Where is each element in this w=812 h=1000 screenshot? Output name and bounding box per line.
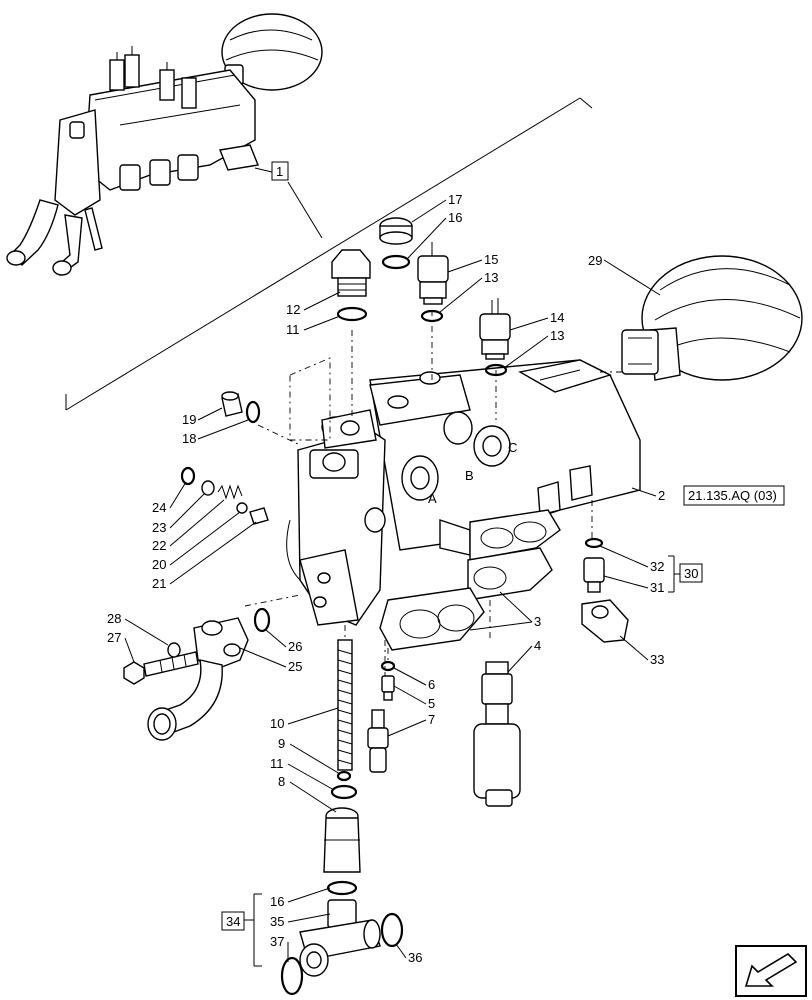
solenoid-4: [473, 661, 521, 807]
callout-27: 27: [107, 630, 121, 645]
oring-37: [280, 956, 304, 996]
callout-13-right: 13: [550, 328, 564, 343]
circlip-24: [180, 466, 196, 486]
callout-2-reference: 21.135.AQ (03): [688, 488, 777, 503]
callout-3: 3: [534, 614, 541, 629]
gasket-3: [379, 509, 561, 651]
port-letter-b: B: [465, 468, 474, 483]
callout-34: 34: [226, 914, 240, 929]
callout-36: 36: [408, 950, 422, 965]
callout-19: 19: [182, 412, 196, 427]
callout-29: 29: [588, 253, 602, 268]
callout-25: 25: [288, 659, 302, 674]
callout-11-top: 11: [286, 322, 300, 337]
valve-body: A B C: [286, 359, 641, 626]
callout-4: 4: [534, 638, 541, 653]
sensor-7: [367, 709, 389, 773]
callout-23: 23: [152, 520, 166, 535]
tee-fitting-35: [299, 899, 381, 977]
elbow-fitting-25: [147, 617, 249, 741]
screw-5: [381, 675, 395, 701]
oring-36: [380, 912, 404, 948]
washer-9: [336, 770, 352, 782]
assembly-thumbnail: [6, 13, 323, 276]
callout-17: 17: [448, 192, 462, 207]
washer-6: [380, 660, 396, 672]
accumulator: [621, 255, 803, 381]
callout-13-top: 13: [484, 270, 498, 285]
callout-11-bottom: 11: [270, 756, 284, 771]
fitting-8: [323, 807, 361, 873]
callout-16-bottom: 16: [270, 894, 284, 909]
callout-14: 14: [550, 310, 564, 325]
callout-28: 28: [107, 611, 121, 626]
washer-13-top: [420, 309, 444, 323]
next-page-arrow-icon[interactable]: [735, 945, 807, 997]
plug-19: [221, 391, 243, 417]
callout-15: 15: [484, 252, 498, 267]
callout-16-top: 16: [448, 210, 462, 225]
oring-18: [245, 400, 261, 424]
oring-16-bottom: [326, 880, 358, 896]
spring-22: [217, 484, 243, 500]
callout-20: 20: [152, 557, 166, 572]
callout-6: 6: [428, 677, 435, 692]
plug-12: [331, 249, 371, 297]
spring-seat-23: [201, 480, 215, 496]
callout-32: 32: [650, 559, 664, 574]
ball-20: [236, 502, 248, 514]
plug-17: [379, 217, 413, 245]
callout-5: 5: [428, 696, 435, 711]
callout-2: 2: [658, 488, 665, 503]
pressure-switch-14: [479, 298, 511, 360]
oring-32: [584, 537, 604, 549]
pressure-switch-15: [417, 242, 449, 305]
oring-11-bottom: [330, 784, 358, 800]
view-separator-line: [65, 97, 581, 411]
callout-33: 33: [650, 652, 664, 667]
callout-1-label: 1: [276, 164, 283, 179]
callout-30: 30: [684, 566, 698, 581]
rod-10: [337, 639, 353, 771]
callout-8: 8: [278, 774, 285, 789]
callout-37: 37: [270, 934, 284, 949]
washer-28: [167, 642, 181, 658]
callout-9: 9: [278, 736, 285, 751]
callout-35: 35: [270, 914, 284, 929]
washer-13-right: [484, 363, 508, 377]
fitting-31: [583, 557, 605, 593]
callout-7: 7: [428, 712, 435, 727]
callout-10: 10: [270, 716, 284, 731]
oring-16-top: [381, 254, 411, 270]
callout-21: 21: [152, 576, 166, 591]
oring-11-top: [336, 306, 368, 322]
bolt-27: [123, 651, 199, 685]
callout-12: 12: [286, 302, 300, 317]
oring-26: [253, 607, 271, 633]
callout-31: 31: [650, 580, 664, 595]
port-letter-c: C: [508, 440, 517, 455]
callout-18: 18: [182, 431, 196, 446]
port-letter-a: A: [428, 491, 437, 506]
callout-24: 24: [152, 500, 166, 515]
callout-1: 1: [254, 161, 323, 239]
clip-33: [581, 599, 629, 643]
plug-21: [249, 507, 269, 525]
callout-26: 26: [288, 639, 302, 654]
callout-22: 22: [152, 538, 166, 553]
